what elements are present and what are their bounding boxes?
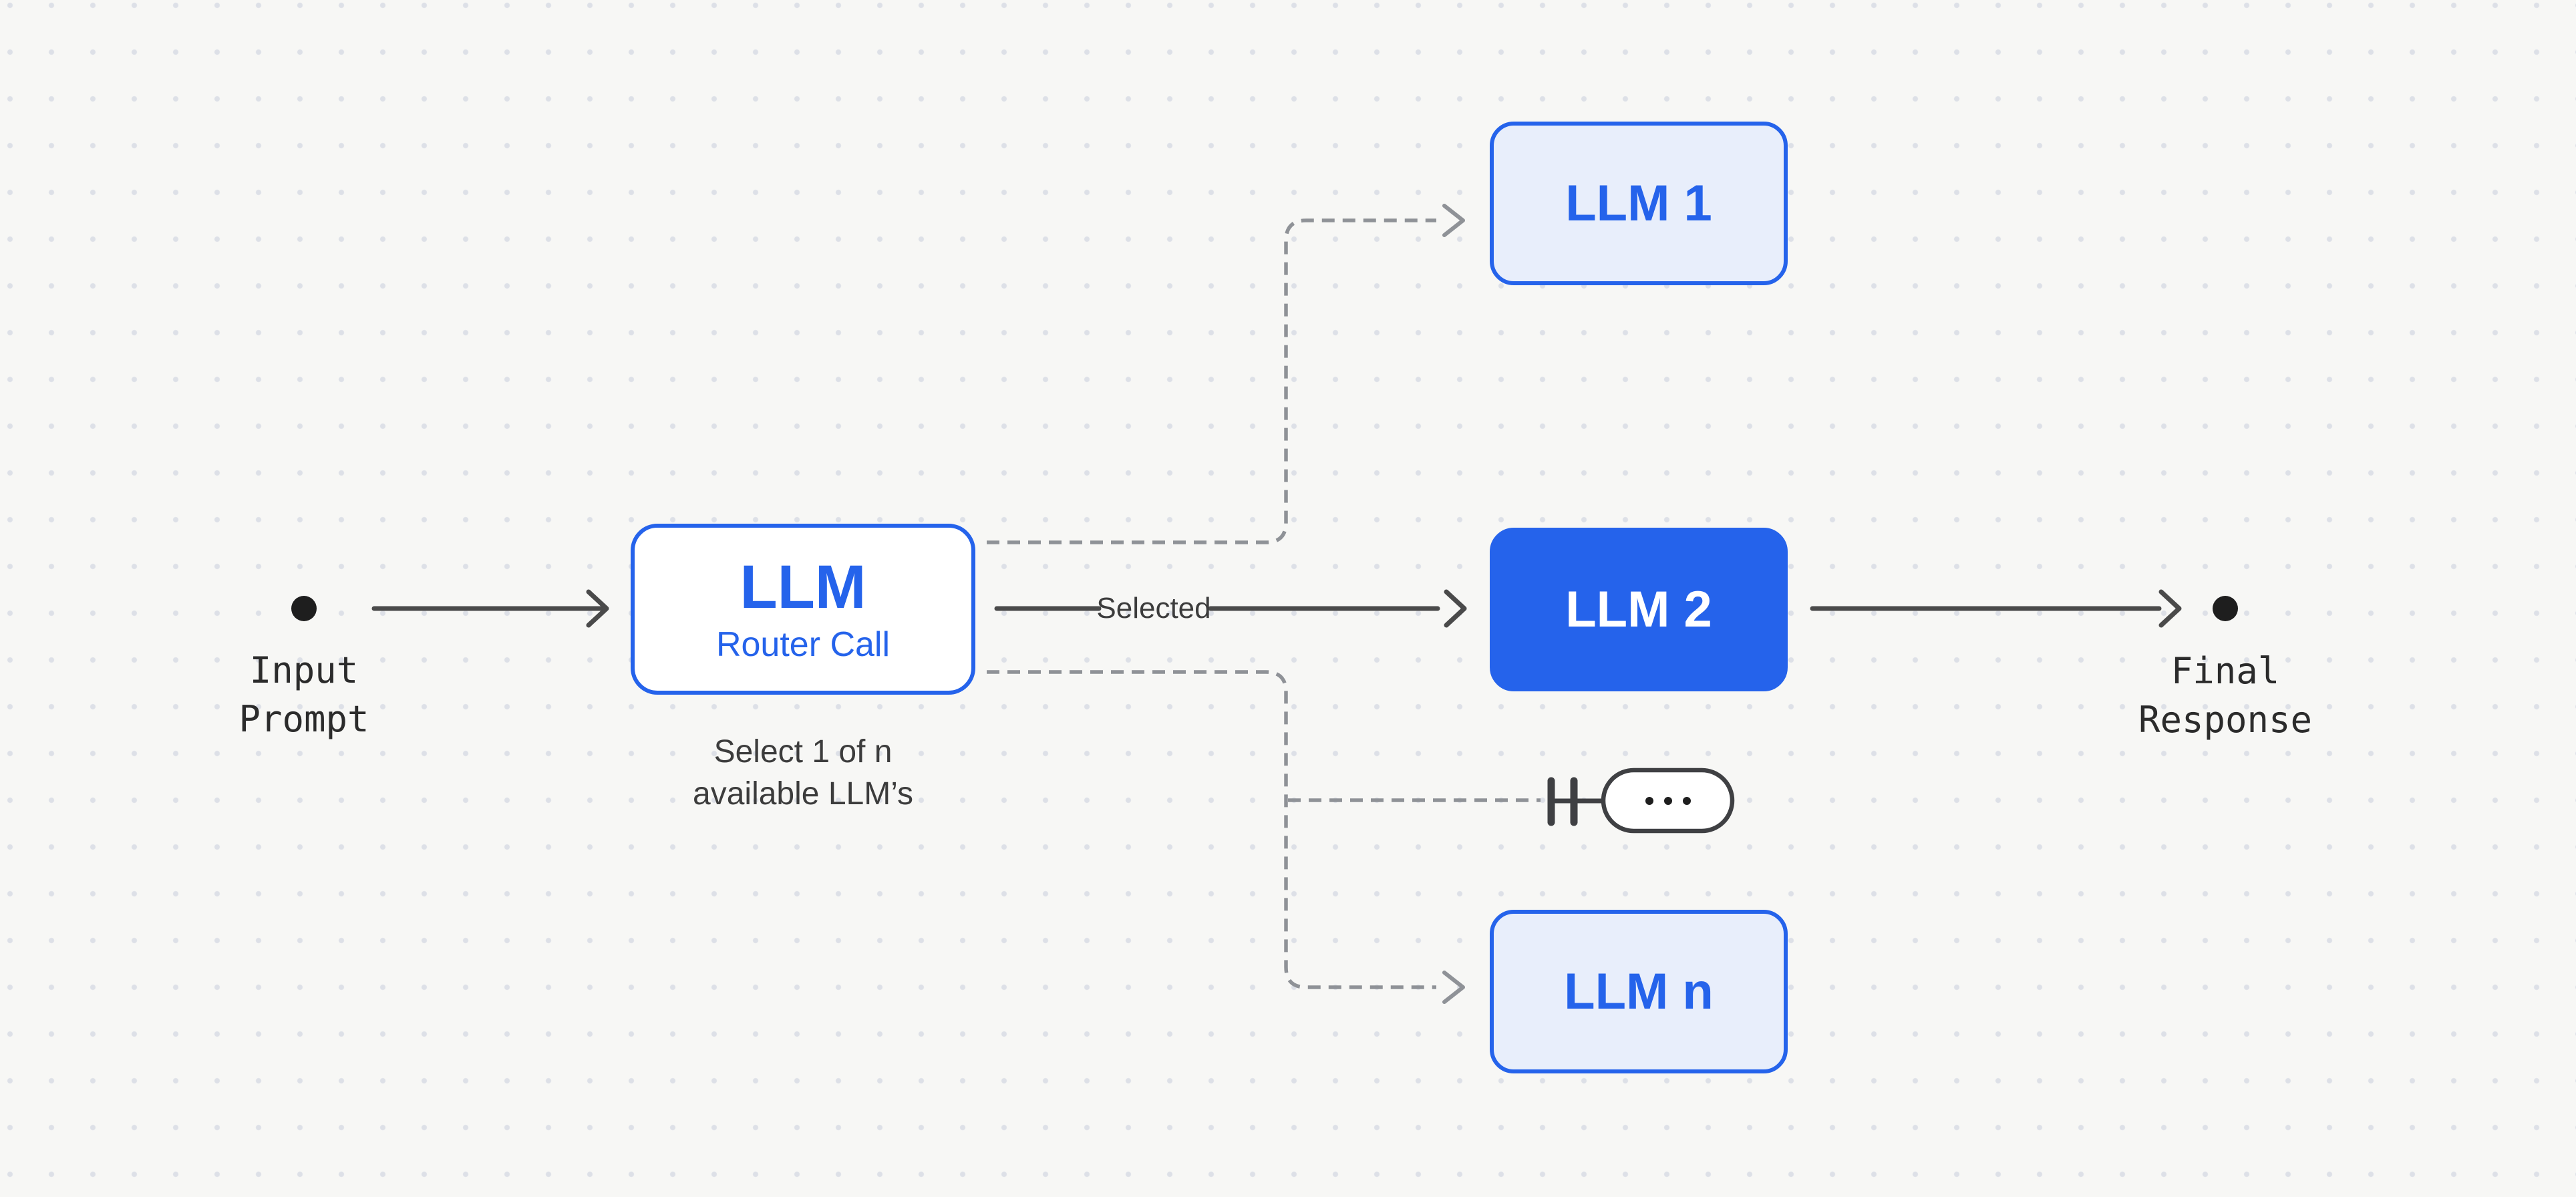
- input-prompt-label: Input Prompt: [238, 646, 369, 743]
- final-edge: [1810, 589, 2238, 628]
- dashed-edge-llmn: [987, 670, 1465, 1004]
- llmn-node: LLM n: [1490, 910, 1788, 1073]
- selected-edge: [994, 589, 1467, 628]
- selected-edge-label: Selected: [1096, 592, 1211, 625]
- final-end-dot: [2213, 596, 2238, 621]
- llm2-node: LLM 2: [1490, 528, 1788, 691]
- input-prompt-line2: Prompt: [238, 698, 369, 740]
- router-caption-line2: available LLM’s: [693, 776, 913, 812]
- dashed-arrowhead-llm1-icon: [1442, 204, 1465, 237]
- ellipsis-pill: [1601, 767, 1735, 834]
- dashed-arrowhead-llmn-icon: [1442, 971, 1465, 1004]
- selected-arrowhead-icon: [1444, 589, 1467, 628]
- input-prompt-line1: Input: [249, 649, 359, 691]
- router-caption: Select 1 of n available LLM’s: [693, 731, 913, 815]
- break-icon: [1547, 777, 1605, 826]
- input-start-dot: [291, 596, 317, 621]
- dashed-edge-llm1: [987, 204, 1465, 544]
- llmn-label: LLM n: [1564, 963, 1714, 1020]
- llm1-node: LLM 1: [1490, 122, 1788, 285]
- ellipsis-dot-2: [1664, 797, 1672, 805]
- final-arrowhead-icon: [2158, 589, 2182, 628]
- ellipsis-dot-3: [1683, 797, 1691, 805]
- final-response-line2: Response: [2138, 699, 2313, 741]
- llm1-label: LLM 1: [1565, 175, 1712, 232]
- dashed-path-llmn: [987, 670, 1436, 989]
- final-response-line1: Final: [2170, 650, 2280, 692]
- final-response-label: Final Response: [2138, 647, 2312, 744]
- input-edge: [291, 589, 609, 628]
- router-caption-line1: Select 1 of n: [713, 734, 893, 770]
- router-subtitle: Router Call: [715, 625, 891, 664]
- llm2-label: LLM 2: [1565, 581, 1712, 638]
- router-title: LLM: [740, 553, 866, 621]
- dashed-path-llm1: [987, 218, 1436, 544]
- router-node: LLM Router Call: [631, 524, 975, 695]
- ellipsis-dot-1: [1645, 797, 1653, 805]
- input-arrowhead-icon: [586, 589, 609, 628]
